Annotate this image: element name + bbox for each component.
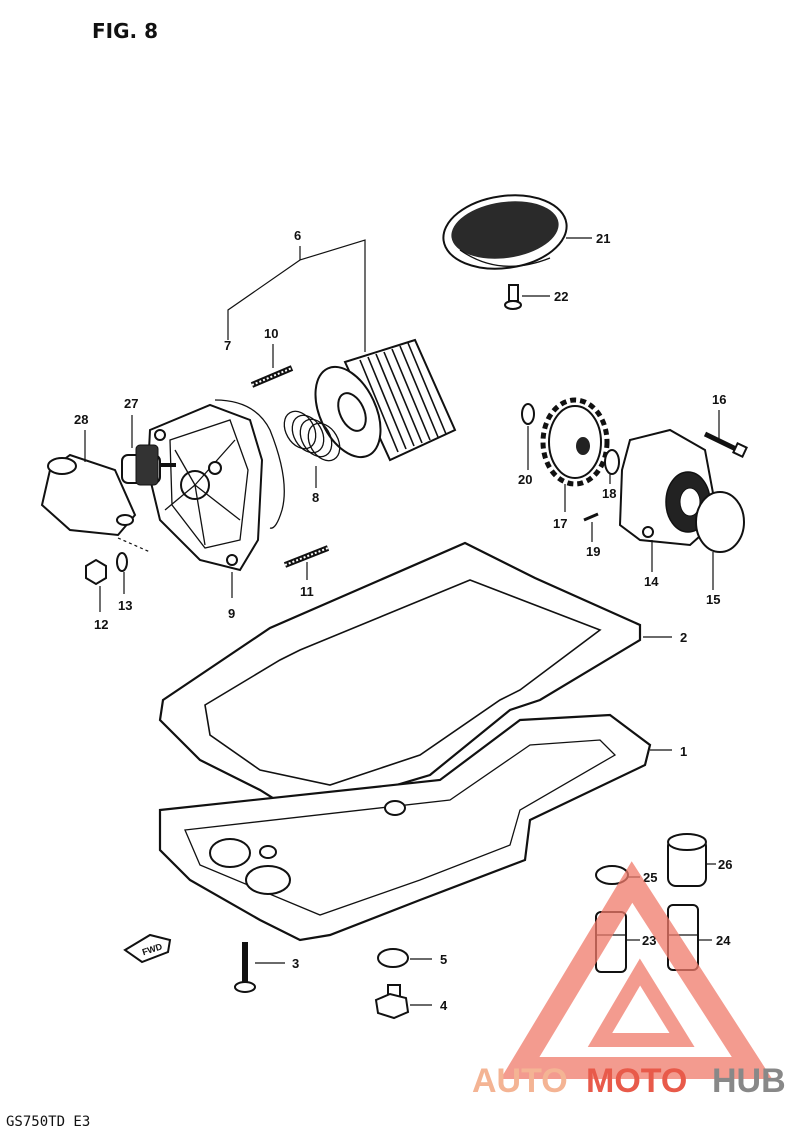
switch-cover-part — [40, 453, 137, 537]
callout-12: 12 — [94, 617, 108, 632]
pump-bolt-part — [703, 431, 748, 458]
filter-spring-part — [283, 410, 341, 462]
part-26-cap — [667, 833, 707, 887]
leader-lines — [84, 237, 720, 1006]
callout-2: 2 — [680, 630, 687, 645]
callout-9: 9 — [228, 606, 235, 621]
callout-6: 6 — [294, 228, 301, 243]
callout-5: 5 — [440, 952, 447, 967]
callout-25: 25 — [643, 870, 657, 885]
callout-20: 20 — [518, 472, 532, 487]
callout-numbers: 1 2 3 4 5 6 7 8 9 10 11 12 13 14 15 16 1… — [74, 228, 732, 1013]
callout-3: 3 — [292, 956, 299, 971]
strainer-screw-part — [504, 284, 522, 310]
callout-11: 11 — [300, 584, 314, 599]
callout-14: 14 — [644, 574, 659, 589]
callout-13: 13 — [118, 598, 132, 613]
callout-18: 18 — [602, 486, 616, 501]
oil-filter-part — [314, 338, 457, 462]
callout-15: 15 — [706, 592, 720, 607]
pan-bolt-part — [234, 942, 256, 993]
oil-strainer-part — [442, 194, 568, 270]
washer-18-part — [604, 449, 620, 475]
filter-cover-part — [146, 403, 264, 572]
nut-12-part — [85, 558, 107, 586]
figure-label: FIG. 8 — [92, 19, 158, 43]
callout-4: 4 — [440, 998, 448, 1013]
watermark-text: AUTO MOTO HUB — [472, 1062, 786, 1100]
pin-19-part — [583, 512, 599, 522]
o-ring-7-part — [214, 399, 285, 529]
oil-pressure-switch-part — [121, 444, 176, 486]
drain-washer-part — [377, 948, 409, 968]
forward-arrow: FWD — [123, 933, 172, 964]
callout-7: 7 — [224, 338, 231, 353]
stud-10-part — [250, 365, 294, 388]
callout-27: 27 — [124, 396, 138, 411]
callout-23: 23 — [642, 933, 656, 948]
callout-19: 19 — [586, 544, 600, 559]
callout-10: 10 — [264, 326, 278, 341]
watermark-hub: HUB — [712, 1062, 786, 1100]
watermark — [500, 861, 773, 1079]
watermark-auto: AUTO — [472, 1062, 568, 1100]
stud-11-part — [283, 545, 330, 568]
callout-8: 8 — [312, 490, 319, 505]
callout-17: 17 — [553, 516, 567, 531]
oil-pan-gasket-part — [158, 541, 642, 817]
watermark-moto: MOTO — [586, 1062, 687, 1100]
oil-pan-part — [158, 713, 652, 942]
model-label: GS750TD E3 — [6, 1114, 90, 1130]
callout-28: 28 — [74, 412, 88, 427]
callout-24: 24 — [716, 933, 731, 948]
pump-gear-part — [540, 397, 610, 487]
circlip-20-part — [521, 403, 535, 425]
drain-plug-part — [374, 984, 410, 1020]
callout-26: 26 — [718, 857, 732, 872]
callout-21: 21 — [596, 231, 610, 246]
o-ring-15-part — [695, 491, 745, 553]
callout-22: 22 — [554, 289, 568, 304]
washer-13-part — [116, 552, 128, 572]
callout-1: 1 — [680, 744, 687, 759]
callout-16: 16 — [712, 392, 726, 407]
